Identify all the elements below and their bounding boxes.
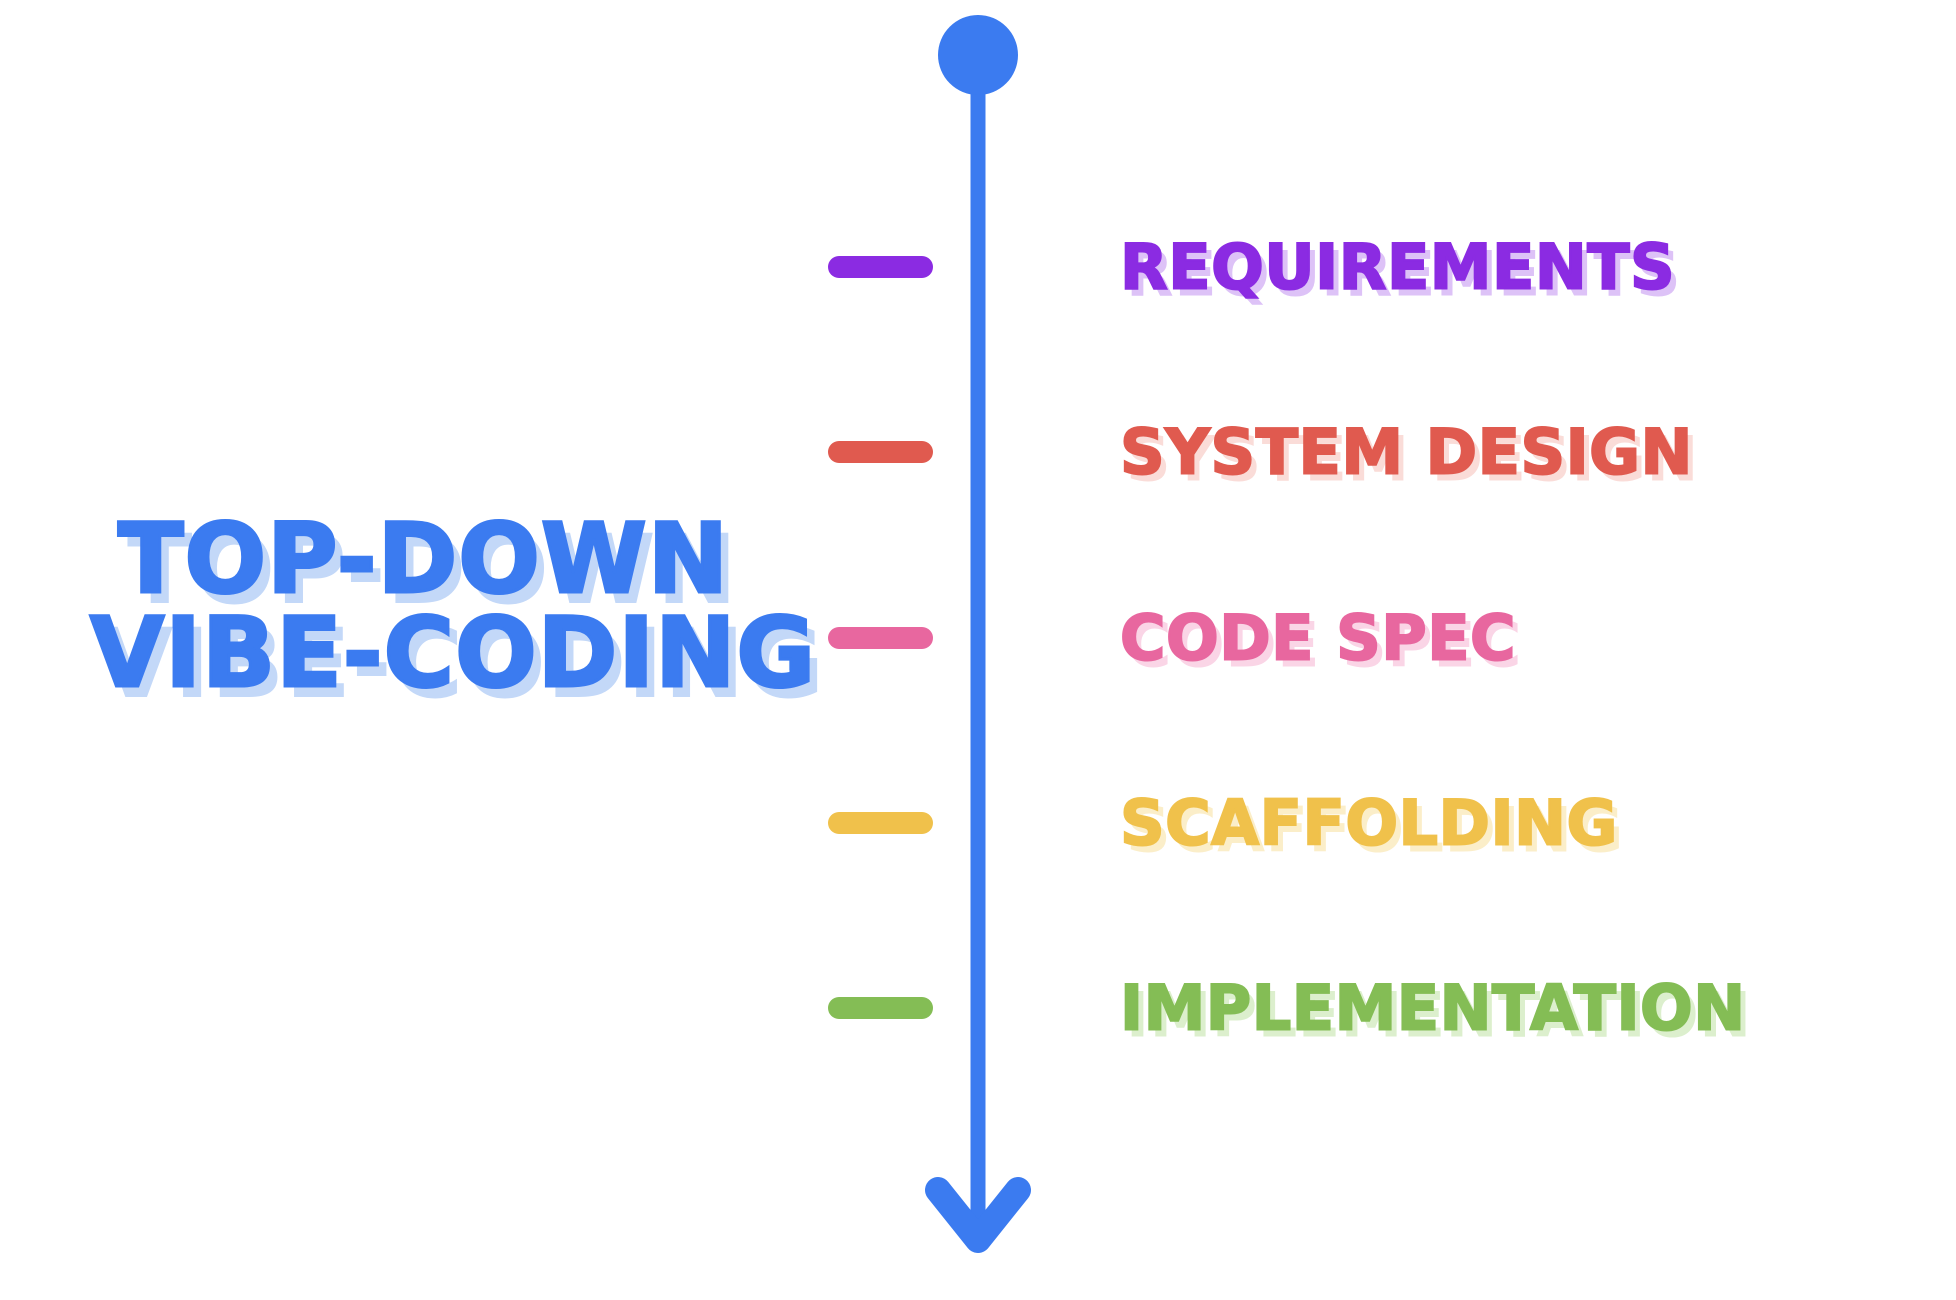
stage-label-code-spec: CODE SPEC xyxy=(1119,601,1517,676)
title-line-vibe-coding: VIBE-CODING xyxy=(89,597,817,710)
stage-label-system-design: SYSTEM DESIGN xyxy=(1119,415,1693,490)
stage-label-scaffolding: SCAFFOLDING xyxy=(1119,786,1618,861)
stage-tick-implementation xyxy=(828,997,933,1019)
stage-tick-system-design xyxy=(828,441,933,463)
stage-tick-scaffolding xyxy=(828,812,933,834)
stage-tick-code-spec xyxy=(828,627,933,649)
stage-label-requirements: REQUIREMENTS xyxy=(1119,230,1676,305)
stage-label-implementation: IMPLEMENTATION xyxy=(1119,971,1746,1046)
title-line-top-down: TOP-DOWN xyxy=(117,503,730,615)
diagram-title: TOP-DOWN VIBE-CODING xyxy=(89,503,818,702)
stage-tick-requirements xyxy=(828,256,933,278)
